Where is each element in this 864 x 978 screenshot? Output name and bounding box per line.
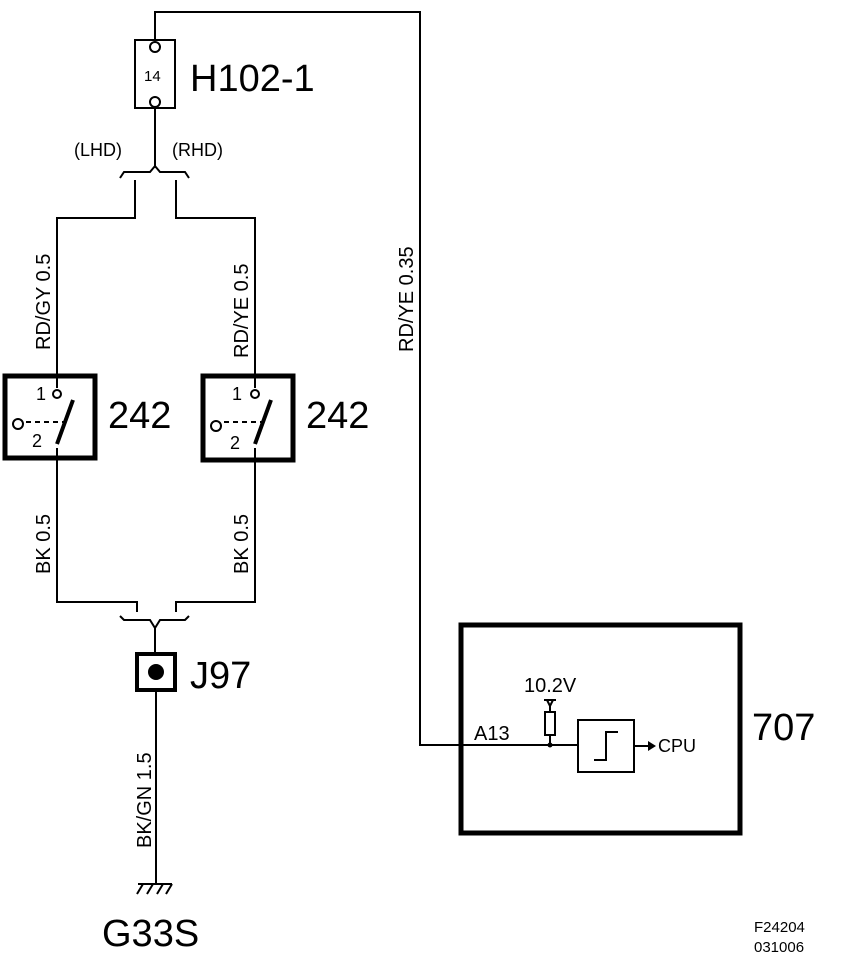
- switch-left-pin1: 1: [36, 384, 46, 404]
- switch-left-contact: [52, 389, 62, 399]
- wire-label-left-top: RD/GY 0.5: [33, 254, 55, 350]
- switch-right-contact: [250, 389, 260, 399]
- switch-right-knob: [210, 420, 222, 432]
- connector-h102-pin-bottom: [149, 96, 161, 108]
- connector-h102-pin-top: [149, 41, 161, 53]
- figure-code: F24204: [754, 919, 805, 936]
- module-voltage-label: 10.2V: [524, 675, 577, 697]
- wire-label-ground: BK/GN 1.5: [134, 752, 156, 848]
- switch-right-box: [200, 373, 296, 463]
- wire-label-right-top: RD/YE 0.5: [231, 264, 253, 358]
- connector-label: H102-1: [190, 58, 315, 100]
- schmitt-trigger-icon: [594, 731, 618, 761]
- module-output-label: CPU: [658, 736, 696, 756]
- wire-top-loop: [154, 11, 578, 746]
- voltage-tap-icon: [544, 699, 556, 709]
- wire-label-signal: RD/YE 0.35: [396, 246, 418, 352]
- switch-right-pin2: 2: [230, 433, 240, 453]
- figure-date: 031006: [754, 939, 804, 956]
- cpu-arrow-icon: [648, 741, 656, 751]
- ground-icon: [136, 883, 173, 895]
- junction-dot: [547, 742, 553, 748]
- switch-left-box: [2, 373, 98, 461]
- switch-right-label: 242: [306, 395, 369, 437]
- switch-left-pin2: 2: [32, 431, 42, 451]
- switch-left-knob: [12, 418, 24, 430]
- wire-left-branch: [56, 180, 136, 388]
- variant-lhd-label: (LHD): [74, 140, 122, 160]
- module-pin-label: A13: [474, 723, 510, 745]
- wire-label-right-bottom: BK 0.5: [231, 514, 253, 574]
- module-label: 707: [752, 707, 815, 749]
- wire-left-bottom: [56, 448, 138, 612]
- switch-left-label: 242: [108, 395, 171, 437]
- switch-right-pin1: 1: [232, 384, 242, 404]
- connector-pin-number: 14: [144, 68, 161, 85]
- junction-label: J97: [190, 655, 251, 697]
- resistor-icon: [544, 711, 556, 736]
- wire-right-branch: [175, 180, 256, 388]
- variant-brace-top: [119, 164, 190, 179]
- junction-j97-dot: [148, 664, 164, 680]
- variant-brace-bottom: [119, 615, 190, 630]
- wire-right-bottom: [175, 448, 256, 612]
- wire-label-left-bottom: BK 0.5: [33, 514, 55, 574]
- ground-label: G33S: [102, 913, 199, 955]
- module-707-box: [458, 622, 743, 836]
- variant-rhd-label: (RHD): [172, 140, 223, 160]
